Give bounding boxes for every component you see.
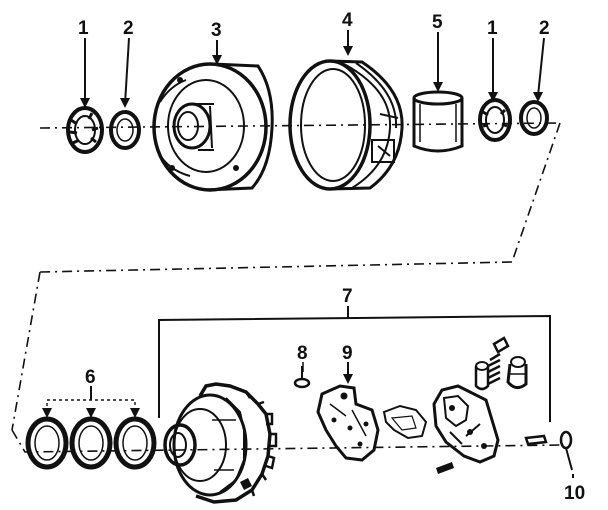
bolt-part-8 (293, 366, 311, 389)
callout-5: 5 (432, 12, 443, 33)
callout-1-top: 1 (78, 18, 89, 39)
top-centerline (11, 122, 561, 453)
clip-part-10 (559, 430, 573, 471)
valve-plunger-right (506, 356, 528, 389)
separator-plate-part-9 (316, 384, 380, 462)
callout-10: 10 (564, 483, 585, 504)
pump-body (163, 382, 278, 504)
washer-part-2-left (109, 110, 141, 150)
bracket-part-7 (158, 306, 551, 422)
clutch-drum-part-3 (152, 62, 274, 192)
sleeve-part-5 (412, 90, 464, 153)
callout-6: 6 (85, 367, 96, 388)
valve-spring (487, 336, 510, 386)
bearing-part-1-right (478, 98, 512, 142)
callout-4: 4 (342, 10, 353, 31)
pin (524, 434, 548, 446)
callout-7: 7 (342, 286, 353, 307)
callout-2-top: 2 (123, 18, 134, 39)
ring-band-part-4 (288, 59, 404, 191)
rings-part-6 (25, 416, 157, 470)
valve-plunger-left (474, 361, 490, 391)
callout-9: 9 (342, 343, 353, 364)
washer-part-2-right (519, 100, 549, 136)
callout-3: 3 (211, 20, 222, 41)
bearing-part-1-left (66, 106, 104, 154)
valve-body (432, 384, 500, 474)
callout-8: 8 (297, 343, 308, 364)
callout-1-right: 1 (487, 18, 498, 39)
gasket (382, 404, 428, 440)
callout-2-right: 2 (539, 18, 550, 39)
